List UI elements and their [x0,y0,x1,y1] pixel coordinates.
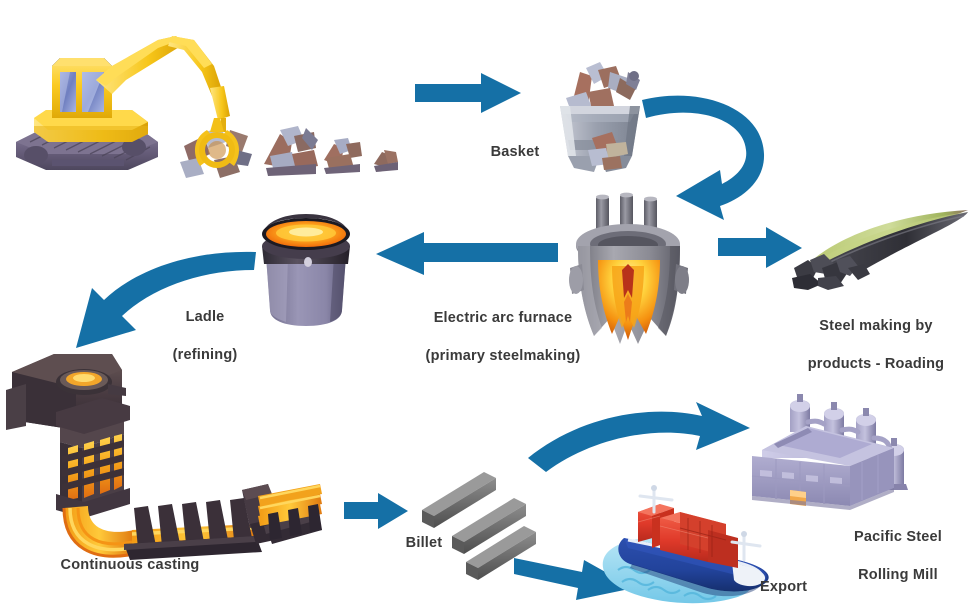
billet-icon [408,466,538,582]
arrow-billet-to-export [514,552,636,604]
mill-label-line2: Rolling Mill [858,567,938,584]
billet-label: Billet [405,535,443,551]
eaf-label-line2: (primary steelmaking) [425,348,581,365]
mill-label-line1: Pacific Steel [853,529,943,546]
basket-label: Basket [490,144,540,160]
arrow-furnace-to-byproducts [718,226,804,272]
ladle-icon [252,206,360,332]
eaf-label-line1: Electric arc furnace [433,310,573,327]
rolling-mill-label: Pacific Steel Rolling Mill [828,509,968,586]
arrow-ladle-to-casting [48,244,258,354]
ladle-label: Ladle (refining) [150,289,260,366]
continuous-caster-icon [6,348,322,560]
excavator-icon [8,14,258,194]
scrap-pile-icon [258,112,408,184]
rolling-mill-icon [744,392,930,510]
electric-arc-furnace-icon [568,192,700,362]
arrow-billet-to-rolling-mill [500,402,754,478]
ladle-label-line1: Ladle [185,309,225,326]
byproducts-label-line1: Steel making by [819,318,933,335]
basket-icon [544,58,656,174]
ladle-label-line2: (refining) [172,347,238,364]
arrow-casting-to-billet [344,492,410,532]
arrow-basket-to-furnace [636,92,776,222]
byproducts-label: Steel making by products - Roading [786,298,966,375]
arrow-furnace-to-ladle [372,230,558,278]
continuous-casting-label: Continuous casting [60,557,200,573]
byproducts-label-line2: products - Roading [807,356,945,373]
export-label: Export [760,579,808,595]
container-ship-icon [588,478,788,612]
arrow-scrap-to-basket [415,72,525,120]
electric-arc-furnace-label: Electric arc furnace (primary steelmakin… [398,290,608,367]
roading-aggregate-icon [792,206,970,292]
